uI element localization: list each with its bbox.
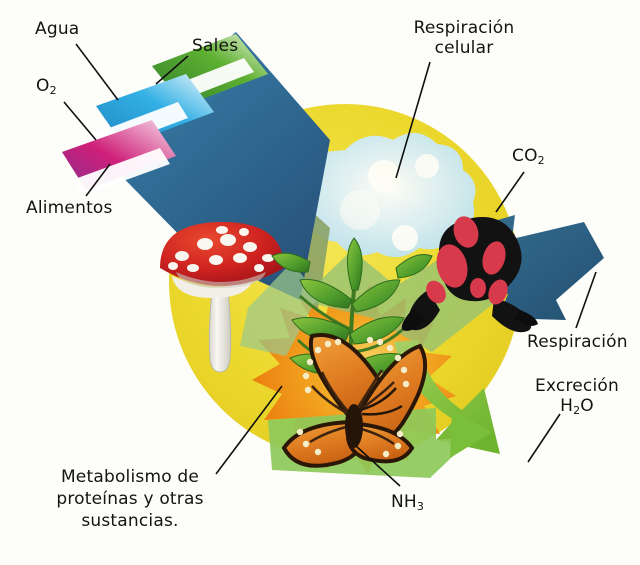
mushroom-illustration <box>160 222 284 373</box>
cloud-shape <box>301 132 476 258</box>
leader-lines <box>63 43 597 487</box>
frog-illustration <box>401 216 538 333</box>
leader-sales <box>155 55 189 85</box>
leader-co2 <box>495 171 525 213</box>
label-o2-subscript: 2 <box>49 84 57 97</box>
label-excrecion-h2o: Excreción H2O <box>534 376 620 418</box>
leader-agua <box>75 43 119 101</box>
leader-h2o <box>527 413 561 463</box>
leader-respiracion <box>575 271 597 329</box>
label-co2: CO2 <box>512 146 545 168</box>
label-h2o-h: H <box>560 396 574 417</box>
label-co2-text: CO <box>512 146 538 166</box>
butterfly-illustration <box>281 333 428 468</box>
leader-o2 <box>63 101 97 141</box>
leader-respiracion-celular <box>395 61 431 179</box>
band-alimentos <box>62 120 176 190</box>
label-respiracion: Respiración <box>527 332 628 352</box>
input-arrow-bands <box>62 32 330 300</box>
label-metabolismo: Metabolismo de proteínas y otras sustanc… <box>56 467 204 532</box>
leader-nh3 <box>355 445 401 487</box>
label-nh3: NH3 <box>391 492 424 514</box>
label-o2: O2 <box>36 76 57 98</box>
label-nh3-text: NH <box>391 492 417 512</box>
label-agua: Agua <box>35 19 80 39</box>
label-respiracion-celular: Respiración celular <box>413 18 515 59</box>
leader-alimentos <box>85 163 111 197</box>
label-o2-text: O <box>36 76 50 96</box>
label-alimentos: Alimentos <box>26 198 113 218</box>
label-sales: Sales <box>192 36 239 56</box>
label-h2o-o: O <box>580 396 594 417</box>
label-h2o: H2O <box>560 396 594 418</box>
label-co2-subscript: 2 <box>537 154 545 167</box>
leader-metabolismo <box>215 385 283 475</box>
label-excrecion-text: Excreción <box>535 376 619 396</box>
label-h2o-subscript: 2 <box>573 404 581 418</box>
label-nh3-subscript: 3 <box>416 500 425 513</box>
